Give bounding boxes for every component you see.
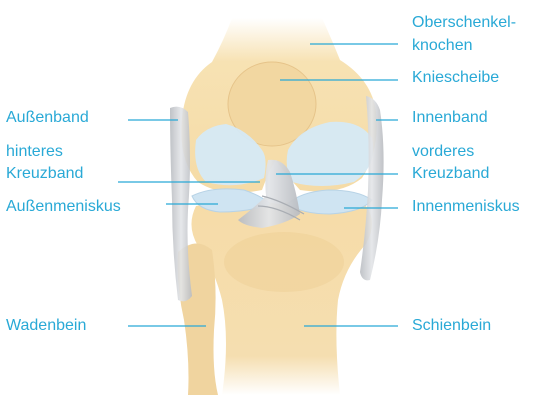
label-acl-line2: Kreuzband — [412, 164, 489, 184]
label-femur-line2: knochen — [412, 36, 473, 56]
label-pcl-line2: Kreuzband — [6, 164, 83, 184]
label-femur-line1: Oberschenkel- — [412, 13, 516, 33]
label-fibula: Wadenbein — [6, 316, 86, 336]
label-patella: Kniescheibe — [412, 68, 499, 88]
label-lateral-ligament: Außenband — [6, 108, 89, 128]
tibia-shading — [224, 232, 344, 292]
label-tibia: Schienbein — [412, 316, 491, 336]
label-medial-ligament: Innenband — [412, 108, 488, 128]
label-acl-line1: vorderes — [412, 142, 474, 162]
label-medial-meniscus: Innenmeniskus — [412, 197, 520, 217]
label-lateral-meniscus: Außenmeniskus — [6, 197, 121, 217]
label-pcl-line1: hinteres — [6, 142, 63, 162]
tibia-bone — [191, 200, 372, 395]
